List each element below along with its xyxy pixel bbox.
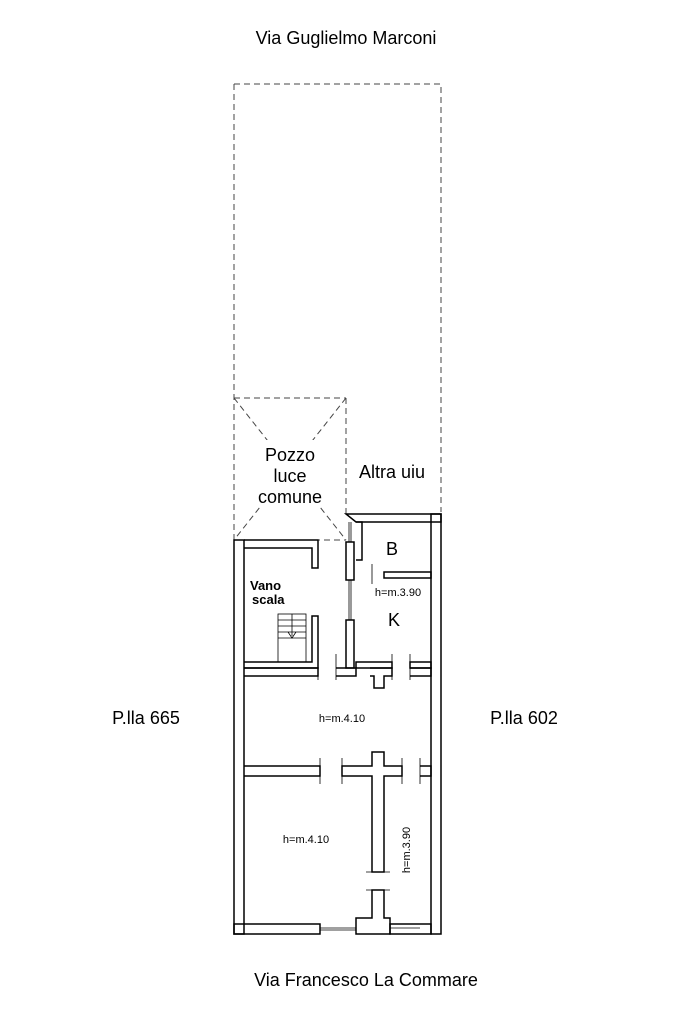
living-height-label: h=m.4.10 <box>319 713 365 725</box>
corridor-height-label: h=m.3.90 <box>401 827 413 873</box>
lightwell-label-line1: Pozzo <box>265 445 315 465</box>
stair-hall-label-line2: scala <box>252 592 285 607</box>
bath-label: B <box>386 539 398 559</box>
kitchen-label: K <box>388 610 400 630</box>
lightwell-label-mask <box>250 440 336 506</box>
other-unit-label: Altra uiu <box>359 462 425 482</box>
parcel-east-label: P.lla 602 <box>490 708 558 728</box>
street-north-label: Via Guglielmo Marconi <box>256 28 437 48</box>
parcel-west-label: P.lla 665 <box>112 708 180 728</box>
bedroom-height-label: h=m.4.10 <box>283 834 329 846</box>
window-lines <box>320 522 420 931</box>
interior-walls <box>244 667 432 935</box>
lightwell-label-line2: luce <box>273 466 306 486</box>
stair-steps <box>277 613 307 663</box>
lightwell-label-line3: comune <box>258 487 322 507</box>
kitchen-height-label: h=m.3.90 <box>375 587 421 599</box>
street-south-label: Via Francesco La Commare <box>254 970 478 990</box>
stair-hall-label-line1: Vano <box>250 578 281 593</box>
door-ticks <box>317 564 421 891</box>
